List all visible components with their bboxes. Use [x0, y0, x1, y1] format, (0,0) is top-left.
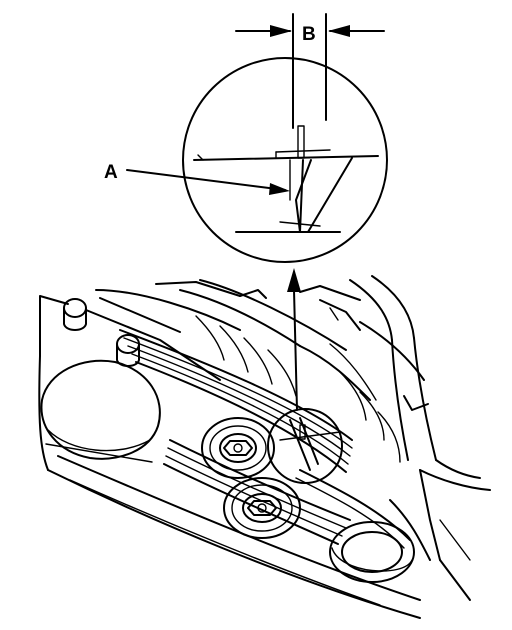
tensioner-indicator-area: [267, 408, 343, 484]
engine-assembly: [38, 275, 491, 619]
pulley-cover: [40, 359, 161, 463]
tensioner-pulley: [223, 477, 301, 539]
crank-pulley: [329, 521, 415, 583]
dimension-b-indicator: [235, 13, 385, 56]
alternator-housing: [179, 275, 491, 491]
upper-idler-pulley: [201, 417, 275, 479]
lower-bracket: [389, 469, 471, 601]
magnified-detail-view: [182, 54, 388, 263]
callout-a-label: A: [104, 162, 118, 183]
upper-bracket: [155, 281, 361, 331]
zoom-reference-arrow: [287, 268, 301, 411]
callout-b-label: B: [302, 24, 316, 45]
mounting-stud-left: [63, 298, 87, 331]
callout-a-leader: [126, 169, 290, 195]
